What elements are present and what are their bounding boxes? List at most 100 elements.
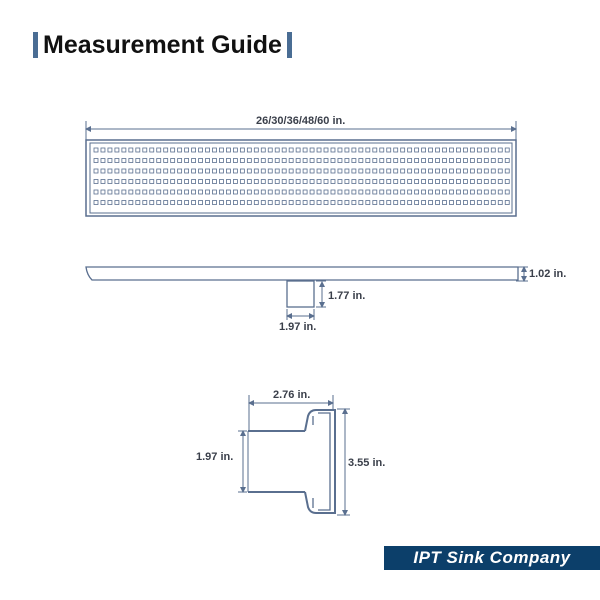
grate-hole — [253, 158, 259, 163]
grate-hole — [469, 168, 475, 174]
grate-hole — [400, 200, 406, 205]
grate-hole — [226, 189, 231, 195]
grate-hole — [351, 179, 357, 184]
grate-hole — [407, 168, 413, 174]
grate-hole — [302, 158, 308, 163]
grate-hole — [163, 158, 169, 163]
grate-hole — [323, 200, 329, 205]
grate-hole — [456, 189, 461, 195]
grate-hole — [407, 200, 413, 205]
grate-hole — [344, 158, 350, 163]
grate-hole — [344, 168, 350, 174]
grate-hole — [239, 147, 245, 153]
grate-hole — [351, 189, 357, 195]
grate-hole — [288, 168, 294, 174]
grate-hole — [288, 200, 294, 205]
grate-hole — [170, 200, 176, 205]
grate-hole — [156, 147, 162, 153]
grate-hole — [232, 179, 238, 184]
grate-hole — [191, 189, 196, 195]
grate-hole — [379, 147, 385, 153]
grate-hole — [442, 200, 447, 205]
depth-label: 2.76 in. — [273, 389, 311, 401]
grate-hole — [177, 147, 183, 153]
grate-hole — [476, 147, 482, 153]
grate-hole — [469, 179, 475, 184]
grate-hole — [114, 179, 120, 184]
grate-hole — [212, 168, 217, 174]
grate-hole — [476, 158, 482, 163]
grate-hole — [400, 189, 406, 195]
grate-hole — [246, 158, 252, 163]
grate-hole — [212, 158, 217, 163]
grate-hole — [463, 158, 468, 163]
grate-hole — [260, 147, 266, 153]
grate-hole — [142, 179, 148, 184]
grate-hole — [281, 168, 287, 174]
grate-hole — [351, 147, 357, 153]
grate-hole — [365, 200, 371, 205]
grate-hole — [170, 147, 176, 153]
grate-hole — [184, 168, 190, 174]
grate-hole — [476, 168, 482, 174]
grate-hole — [149, 179, 155, 184]
grate-hole — [274, 200, 280, 205]
grate-hole — [456, 179, 461, 184]
grate-hole — [281, 158, 287, 163]
grate-hole — [288, 147, 294, 153]
grate-hole — [372, 200, 378, 205]
grate-holes — [93, 147, 510, 205]
grate-hole — [93, 189, 99, 195]
grate-hole — [135, 147, 141, 153]
total-height-label: 3.55 in. — [348, 457, 386, 469]
grate-hole — [184, 147, 190, 153]
grate-hole — [407, 147, 413, 153]
grate-hole — [504, 200, 510, 205]
brand-name: IPT Sink Company — [413, 548, 571, 567]
grate-hole — [288, 158, 294, 163]
grate-hole — [504, 189, 510, 195]
grate-hole — [198, 147, 203, 153]
grate-hole — [351, 158, 357, 163]
grate-hole — [449, 158, 454, 163]
grate-hole — [337, 200, 343, 205]
grate-hole — [232, 200, 238, 205]
grate-hole — [490, 168, 496, 174]
grate-hole — [449, 168, 454, 174]
grate-hole — [337, 147, 343, 153]
grate-hole — [476, 179, 482, 184]
grate-hole — [323, 179, 329, 184]
grate-hole — [449, 200, 454, 205]
grate-hole — [274, 168, 280, 174]
grate-hole — [170, 179, 176, 184]
grate-hole — [267, 168, 273, 174]
grate-hole — [205, 168, 210, 174]
grate-hole — [372, 158, 378, 163]
grate-hole — [456, 158, 461, 163]
grate-hole — [469, 147, 475, 153]
grate-hole — [483, 158, 489, 163]
grate-hole — [386, 147, 392, 153]
grate-hole — [149, 158, 155, 163]
grate-hole — [302, 168, 308, 174]
grate-hole — [107, 179, 113, 184]
grate-hole — [393, 200, 399, 205]
grate-hole — [239, 168, 245, 174]
grate-hole — [463, 168, 468, 174]
grate-hole — [191, 158, 196, 163]
grate-hole — [337, 189, 343, 195]
grate-hole — [246, 189, 252, 195]
grate-hole — [504, 147, 510, 153]
grate-hole — [337, 168, 343, 174]
grate-hole — [449, 147, 454, 153]
grate-hole — [239, 189, 245, 195]
grate-hole — [253, 179, 259, 184]
grate-hole — [372, 147, 378, 153]
grate-hole — [177, 158, 183, 163]
grate-hole — [421, 168, 426, 174]
grate-hole — [212, 147, 217, 153]
grate-hole — [253, 147, 259, 153]
grate-hole — [456, 168, 461, 174]
grate-hole — [365, 168, 371, 174]
grate-hole — [121, 200, 127, 205]
